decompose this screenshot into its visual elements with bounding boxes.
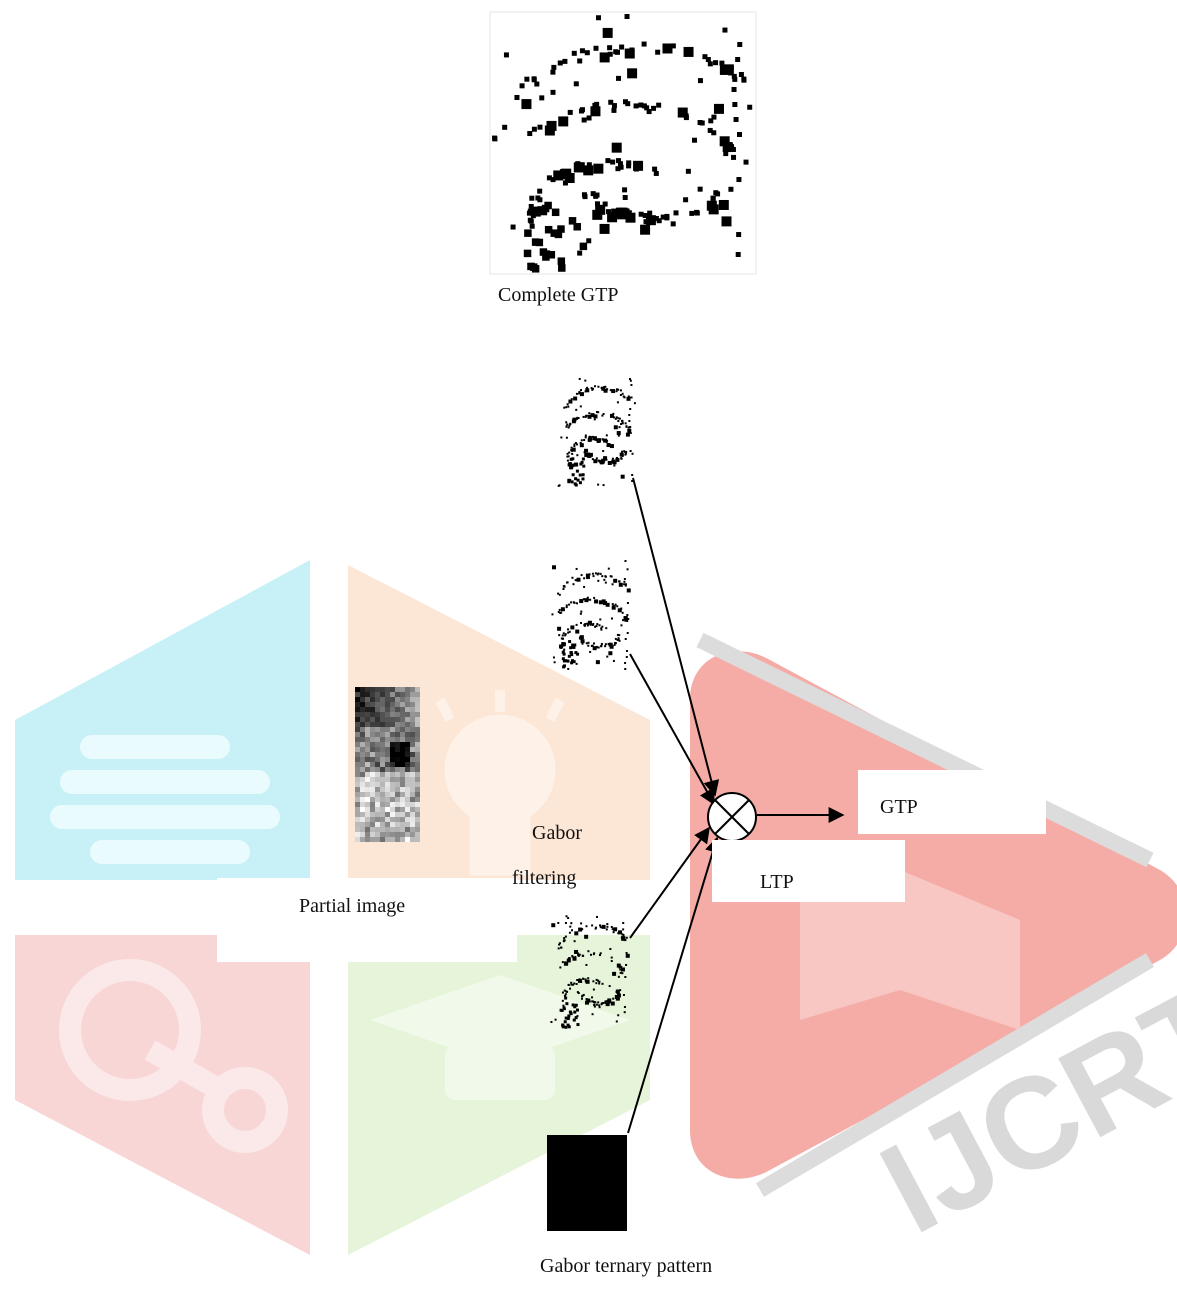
watermark-outline-swoosh	[696, 632, 1155, 1197]
gabor-ternary-pattern-label: Gabor ternary pattern	[540, 1255, 713, 1277]
arrow-filter3-to-combiner	[629, 826, 710, 939]
ltp-label-box	[712, 840, 905, 902]
gtp-label-box	[858, 770, 1046, 834]
arrow-filter1-to-combiner	[632, 477, 720, 797]
gabor-ternary-pattern-block	[547, 1135, 627, 1231]
gear-icon	[59, 959, 288, 1153]
complete-gtp-image	[489, 11, 757, 275]
gtp-label: GTP	[880, 796, 918, 818]
partial-image-label: Partial image	[299, 895, 406, 917]
ltp-label: LTP	[760, 871, 794, 893]
filtering-label: filtering	[512, 867, 577, 889]
cloud-icon	[50, 735, 280, 864]
partial-face-image	[355, 687, 420, 842]
gabor-label: Gabor	[532, 822, 582, 844]
gabor-filtered-image-2	[551, 560, 631, 670]
partial-image-label-box	[217, 878, 517, 962]
arrow-filter2-to-combiner	[629, 653, 715, 806]
complete-gtp-label: Complete GTP	[498, 284, 619, 306]
lightbulb-icon	[435, 690, 565, 876]
watermark-cyan-quadrant	[15, 560, 310, 880]
watermark-red-quadrant	[15, 935, 310, 1255]
arrow-ternary-to-combiner	[627, 836, 721, 1134]
book-icon	[800, 870, 1020, 1030]
combiner-operator-icon	[707, 792, 757, 842]
gabor-filtered-image-1	[557, 377, 636, 487]
gabor-filtered-image-3	[550, 915, 630, 1029]
